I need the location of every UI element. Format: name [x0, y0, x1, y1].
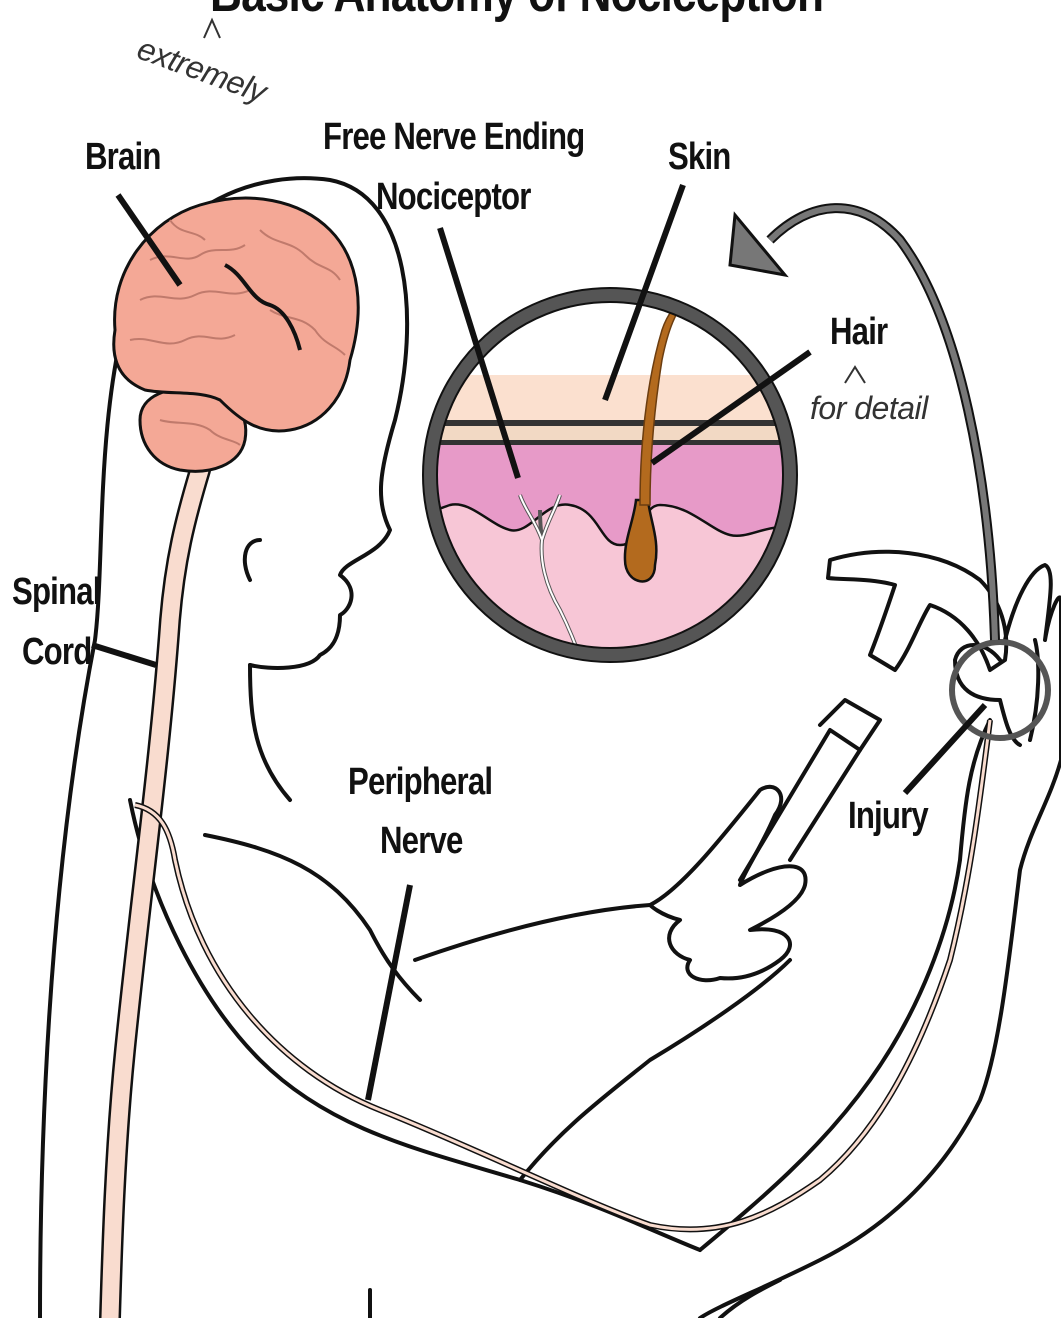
forearm-lower — [520, 960, 790, 1180]
forearm-outline — [415, 905, 650, 960]
label-hair: Hair — [830, 313, 887, 353]
neck-outline — [250, 665, 290, 800]
magnification-arrowhead — [730, 215, 785, 275]
peripheral-nerve-leader — [368, 885, 410, 1100]
label-peripheral: Peripheral — [348, 763, 492, 803]
label-cord: Cord — [22, 633, 91, 673]
label-free-nerve-ending: Free Nerve Ending — [323, 118, 584, 158]
hair-insert-annotation: for detail — [810, 390, 928, 427]
injury-leader — [905, 705, 985, 793]
label-skin: Skin — [668, 138, 731, 178]
label-nociceptor: Nociceptor — [376, 178, 531, 218]
ear-outline — [245, 540, 260, 580]
spinal-cord-leader — [92, 645, 156, 665]
hair-caret — [845, 367, 865, 383]
lower-arm-outline — [700, 720, 990, 1250]
hammer-handle — [740, 730, 860, 880]
label-spinal: Spinal — [12, 573, 101, 613]
shoulder-outline — [130, 800, 700, 1250]
label-nerve: Nerve — [380, 822, 463, 862]
diagram-title: Basic Anatomy of Nociception — [210, 0, 823, 24]
bottom-outline — [370, 1280, 780, 1318]
hand-holding-outline — [650, 787, 806, 980]
label-brain: Brain — [85, 138, 161, 178]
hammer-head — [828, 552, 1006, 670]
label-injury: Injury — [848, 797, 928, 837]
brain-cerebrum — [114, 198, 358, 431]
